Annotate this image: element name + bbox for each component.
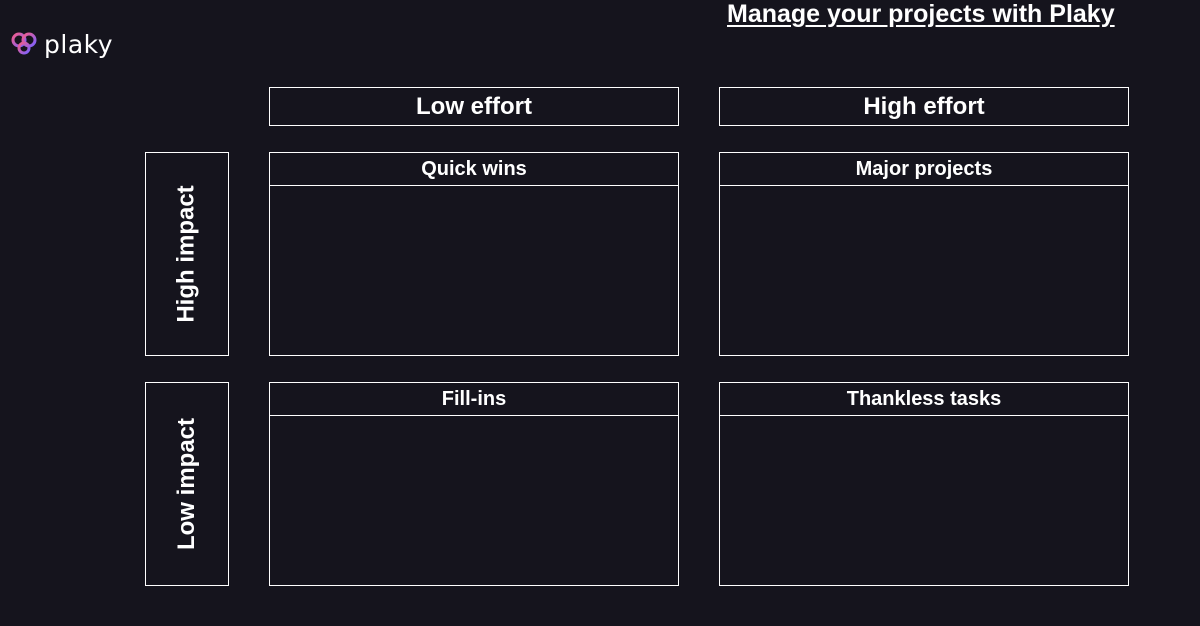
quadrant-quick-wins: Quick wins [269, 152, 679, 356]
column-header-high-effort: High effort [719, 87, 1129, 126]
quadrant-title: Fill-ins [270, 383, 678, 416]
column-header-label: Low effort [416, 92, 532, 120]
quadrant-fill-ins: Fill-ins [269, 382, 679, 586]
manage-projects-link[interactable]: Manage your projects with Plaky [727, 0, 1115, 28]
quadrant-major-projects: Major projects [719, 152, 1129, 356]
row-header-label: Low impact [173, 417, 201, 551]
quadrant-body [720, 186, 1128, 355]
quadrant-title: Major projects [720, 153, 1128, 186]
quadrant-title: Quick wins [270, 153, 678, 186]
row-header-low-impact: Low impact [145, 382, 229, 586]
plaky-logo[interactable]: plaky [10, 30, 113, 60]
plaky-logo-icon [11, 32, 37, 58]
row-header-high-impact: High impact [145, 152, 229, 356]
quadrant-thankless-tasks: Thankless tasks [719, 382, 1129, 586]
quadrant-body [270, 416, 678, 585]
quadrant-title: Thankless tasks [720, 383, 1128, 416]
column-header-low-effort: Low effort [269, 87, 679, 126]
row-header-label: High impact [173, 185, 200, 323]
column-header-label: High effort [863, 92, 985, 120]
quadrant-body [270, 186, 678, 355]
quadrant-body [720, 416, 1128, 585]
logo-text: plaky [44, 30, 114, 59]
